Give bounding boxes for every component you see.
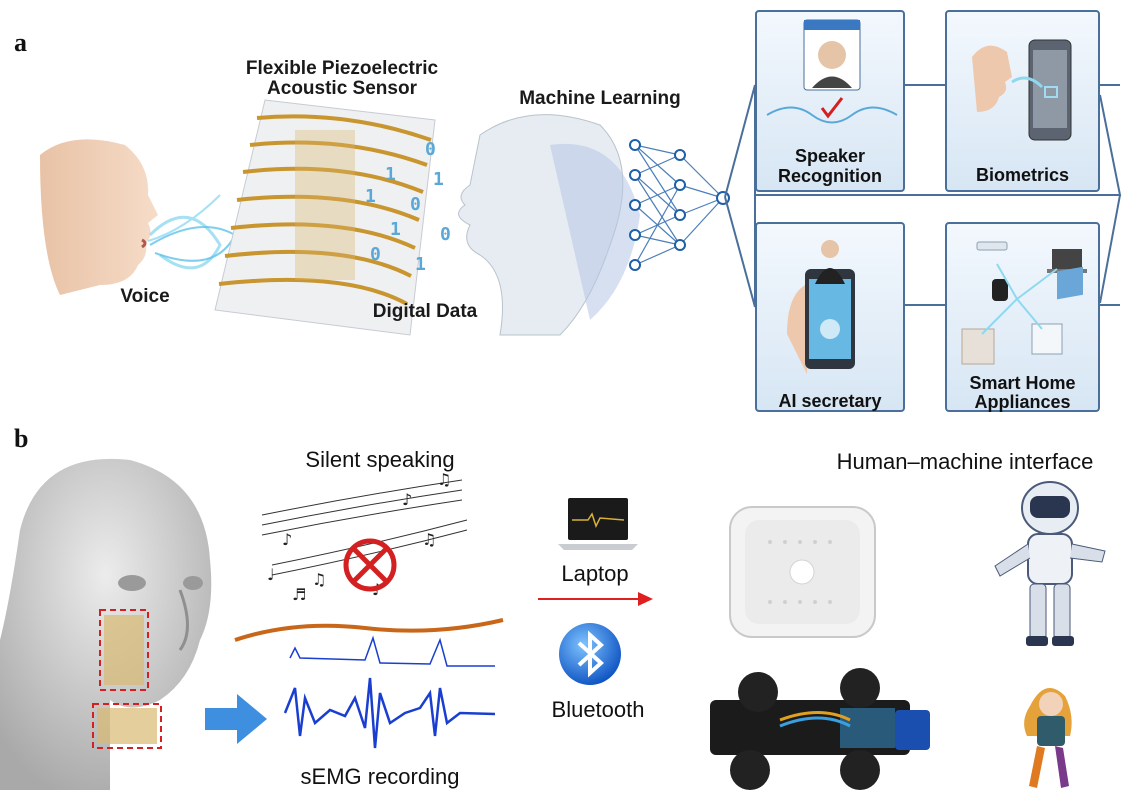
app-box-ai-secretary: AI secretary: [755, 222, 905, 412]
bluetooth-label: Bluetooth: [551, 697, 645, 722]
laptop-icon: [558, 498, 638, 550]
app-label-smart-home-line2: Appliances: [974, 392, 1071, 412]
app-label-speaker-line1: Speaker: [794, 146, 866, 166]
voice-label: Voice: [120, 286, 170, 307]
svg-text:♪: ♪: [402, 490, 412, 509]
svg-text:♫: ♫: [437, 470, 451, 489]
svg-text:♫: ♫: [312, 570, 326, 589]
panel-b-label: b: [14, 424, 29, 453]
face-voice-illustration: [40, 139, 237, 295]
svg-text:0: 0: [425, 139, 436, 160]
sensor-title-line1: Flexible Piezoelectric: [245, 58, 439, 79]
digital-data-label: Digital Data: [372, 301, 478, 322]
humanoid-robot: [994, 481, 1106, 646]
app-label-biometrics: Biometrics: [975, 165, 1070, 185]
svg-text:1: 1: [365, 186, 376, 207]
sensor-title-line2: Acoustic Sensor: [267, 78, 417, 99]
svg-text:0: 0: [370, 244, 381, 265]
app-box-speaker-recognition: Speaker Recognition: [755, 10, 905, 192]
anime-character: [1024, 688, 1072, 788]
svg-text:1: 1: [415, 254, 426, 275]
svg-text:1: 1: [390, 219, 401, 240]
head-with-sensors: [0, 458, 212, 790]
laptop-label: Laptop: [561, 561, 629, 586]
smart-speaker: [729, 506, 876, 638]
svg-text:0: 0: [410, 194, 421, 215]
app-label-speaker-line2: Recognition: [778, 166, 882, 186]
svg-text:1: 1: [433, 169, 444, 190]
piezoelectric-sensor-film: [214, 99, 436, 336]
smart-home-devices-icon: [961, 241, 1087, 365]
semg-label: sEMG recording: [300, 764, 460, 789]
app-label-ai-secretary: AI secretary: [778, 391, 882, 411]
ai-secretary-phone-icon: [787, 240, 855, 374]
semg-signal-traces: [234, 618, 504, 749]
svg-text:0: 0: [440, 224, 451, 245]
bluetooth-icon: [559, 623, 621, 685]
hmi-label: Human–machine interface: [836, 449, 1094, 474]
ml-label: Machine Learning: [519, 88, 681, 109]
blue-forward-arrow: [205, 694, 267, 744]
silent-speaking-label: Silent speaking: [305, 447, 455, 472]
svg-text:♬: ♬: [292, 585, 306, 604]
ai-head-network: [458, 114, 730, 336]
robot-car: [710, 668, 930, 790]
red-arrow: [538, 592, 653, 606]
panel-a-label: a: [14, 28, 27, 57]
svg-text:♩: ♩: [267, 565, 275, 584]
silent-music-notes: ♪♫♪♫ ♬♪♫♩: [261, 470, 468, 604]
app-label-smart-home-line1: Smart Home: [969, 373, 1076, 393]
app-box-biometrics: Biometrics: [945, 10, 1100, 192]
speaker-recognition-icon: [766, 19, 898, 124]
svg-text:1: 1: [385, 164, 396, 185]
svg-text:♫: ♫: [422, 530, 436, 549]
biometrics-phone-icon: [972, 39, 1072, 141]
svg-text:♪: ♪: [282, 530, 292, 549]
app-box-smart-home: Smart Home Appliances: [945, 222, 1100, 412]
